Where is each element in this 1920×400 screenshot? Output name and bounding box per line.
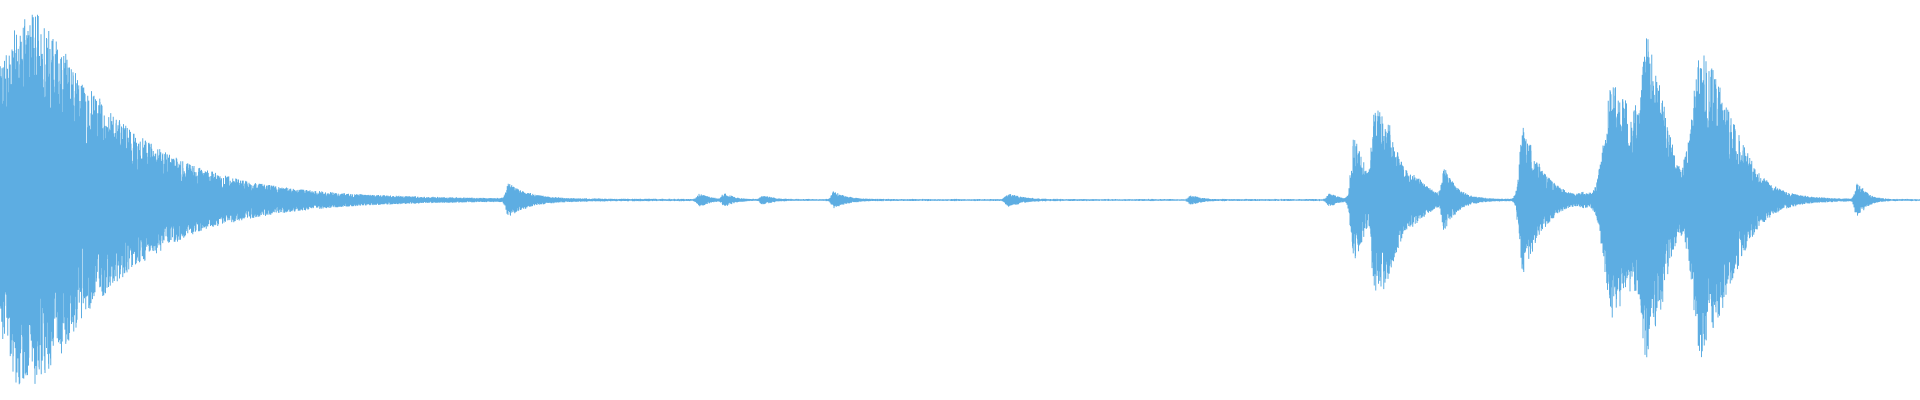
- waveform-trace: [0, 14, 1920, 385]
